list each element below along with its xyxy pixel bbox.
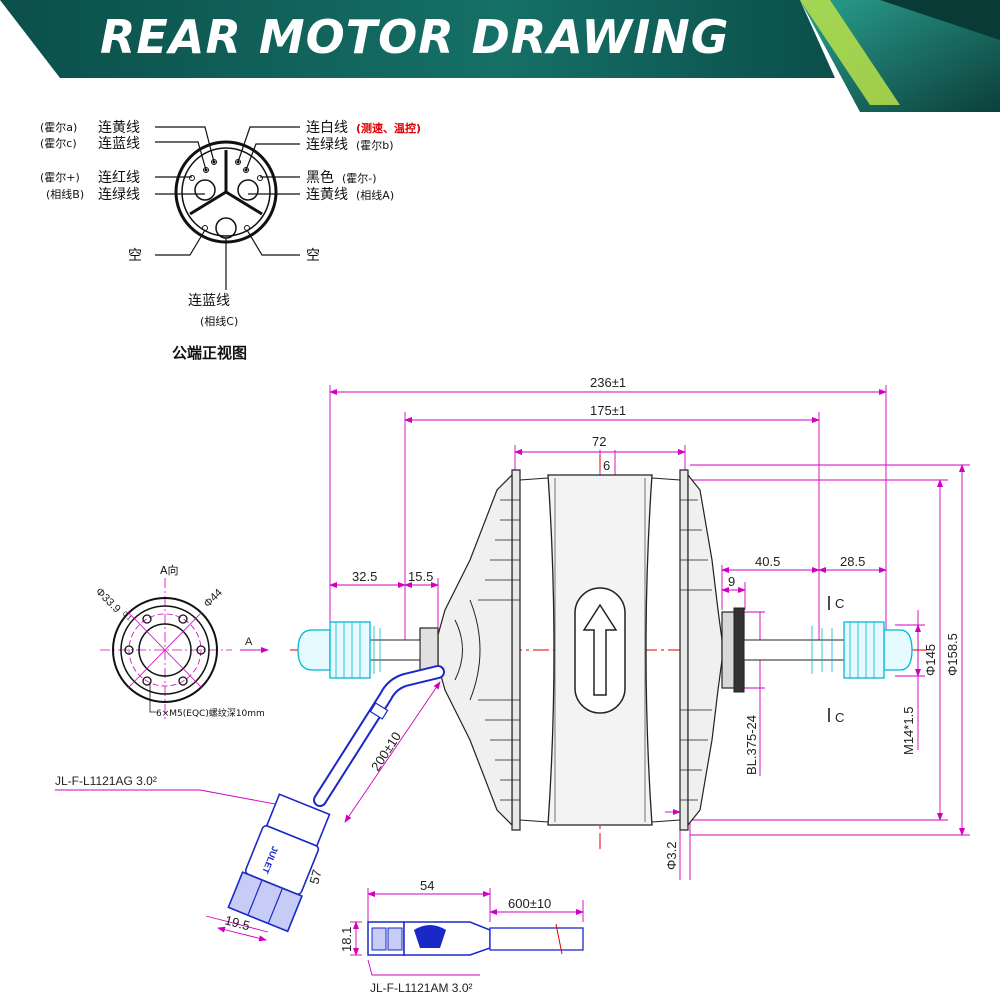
flange-dia-33-tol: 0.1 (121, 610, 133, 622)
label-empty-right: 空 (306, 248, 320, 264)
signal-pin (257, 175, 263, 181)
flange-bolt-holes (124, 614, 206, 686)
signal-pin (189, 175, 195, 181)
phase-pin (194, 179, 216, 201)
label-empty-left: 空 (128, 248, 142, 264)
label-hall-plus: (霍尔+) (40, 171, 80, 184)
label-hall-c: (霍尔c) (40, 137, 77, 150)
label-blue-wire: 连蓝线 (98, 136, 140, 152)
motor-hub (419, 469, 745, 831)
dim-total-width: 236±1 (590, 375, 626, 390)
dim-thread-m14: M14*1.5 (901, 707, 916, 755)
dim-hub-width: 72 (592, 434, 606, 449)
label-phase-c: (相线C) (200, 314, 238, 328)
label-speed-temp: (测速、温控) (356, 121, 421, 135)
dim-dia-3-2: Φ3.2 (664, 842, 679, 870)
banner-background (0, 0, 1000, 112)
dim-right-28: 28.5 (840, 554, 865, 569)
dim-right-40: 40.5 (755, 554, 780, 569)
flange-outer (112, 597, 218, 703)
label-red-wire: 连红线 (98, 170, 140, 186)
right-axle-nut (843, 621, 885, 679)
label-yellow-wire-right: 连黄线 (306, 186, 348, 203)
flange-dia-33: Φ33.9 (93, 586, 123, 616)
flange-view-label: A向 (160, 563, 179, 577)
plug-label-left: JL-F-L1121AG 3.0² (55, 774, 157, 788)
julet-connector-bottom (367, 921, 584, 956)
label-yellow-wire: 连黄线 (98, 119, 140, 136)
label-phase-a: (相线A) (356, 188, 394, 202)
connector-divider (225, 190, 263, 216)
flange-arrow-label: A (245, 636, 253, 648)
flange-mid (120, 605, 210, 695)
label-hall-minus: (霍尔-) (342, 172, 377, 185)
section-label-c-bottom: C (835, 710, 844, 725)
label-blue-wire-bottom: 连蓝线 (188, 293, 230, 309)
signal-pin (244, 225, 250, 231)
left-axle-cap (297, 629, 331, 671)
connector-leaders (155, 126, 300, 290)
cable-assembly: JULET (227, 665, 445, 933)
label-white-wire: 连白线 (306, 120, 348, 136)
dim-dia-145: Φ145 (923, 644, 938, 676)
dim-gap-9: 9 (728, 574, 735, 589)
label-hall-b: (霍尔b) (356, 139, 394, 152)
dim-offset-6: 6 (603, 458, 610, 473)
label-hall-a: (霍尔a) (40, 121, 77, 134)
signal-pin (211, 159, 217, 165)
right-axle-cap (883, 629, 913, 671)
dimension-lines (55, 385, 970, 976)
dim-cable-200: 200±10 (368, 729, 404, 773)
label-green-wire: 连绿线 (98, 187, 140, 203)
dim-left-15: 15.5 (408, 569, 433, 584)
flange-inner (138, 623, 192, 677)
signal-pin (202, 225, 208, 231)
dim-inner-width: 175±1 (590, 403, 626, 418)
connector-inner-ring (181, 147, 271, 237)
phase-pin (215, 217, 237, 239)
phase-pin (237, 179, 259, 201)
flange-holes-note: 6×M5(EQC)螺纹深10mm (156, 707, 265, 719)
dim-left-32: 32.5 (352, 569, 377, 584)
dim-cable-19: 19.5 (223, 912, 251, 933)
header-banner: REAR MOTOR DRAWING (0, 0, 1000, 112)
connector-caption: 公端正视图 (172, 344, 247, 362)
dim-plug-18: 18.1 (339, 927, 354, 952)
label-green-wire-right: 连绿线 (306, 137, 348, 153)
dim-thread-bl: BL.375-24 (744, 715, 759, 775)
connector-leader-arrows (204, 160, 248, 172)
dim-cable-57: 57 (306, 868, 324, 886)
signal-pin (235, 159, 241, 165)
page-title: REAR MOTOR DRAWING (100, 10, 730, 64)
julet-connector-left: JULET (227, 793, 331, 933)
connector-face-view: (霍尔a) 连黄线 (霍尔c) 连蓝线 (霍尔+) 连红线 (相线B) 连绿线 … (40, 119, 421, 362)
flange-view: A向 Φ33.9 0.1 Φ44 6×M5(EQC)螺纹深10mm A (93, 563, 269, 722)
dim-dia-158: Φ158.5 (945, 633, 960, 676)
signal-pin (243, 167, 249, 173)
connector-divider (189, 190, 227, 216)
flange-dia-44: Φ44 (202, 587, 225, 610)
section-label-c-top: C (835, 596, 844, 611)
flange-bolt-circle (128, 613, 202, 687)
rotation-arrow-icon (582, 603, 618, 696)
signal-pin (203, 167, 209, 173)
left-axle-nut (329, 621, 371, 679)
label-black-wire: 黑色 (306, 169, 334, 186)
label-phase-b: (相线B) (46, 187, 84, 201)
dim-plug-54: 54 (420, 878, 434, 893)
plug-label-bottom: JL-F-L1121AM 3.0² (370, 981, 473, 995)
axle (297, 621, 913, 679)
dim-plug-600: 600±10 (508, 896, 551, 911)
